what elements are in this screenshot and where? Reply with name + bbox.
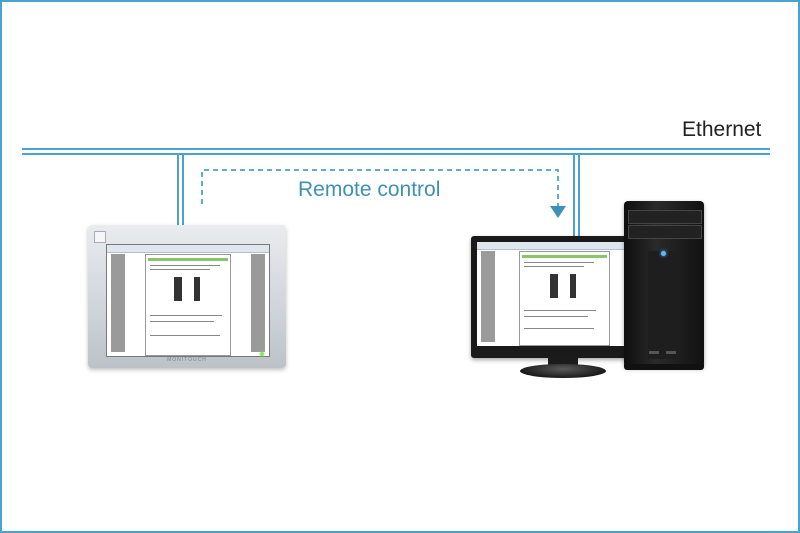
- hmi-logo-icon: [94, 231, 106, 243]
- monitor-document-line: [524, 262, 594, 263]
- pc-tower: [624, 201, 704, 367]
- remote-control-arrowhead: [550, 206, 566, 218]
- hmi-screen: [106, 244, 270, 357]
- monitor-screen-side-left: [481, 251, 495, 342]
- hmi-document-line: [150, 335, 220, 336]
- hmi-power-led: [260, 352, 264, 356]
- hmi-document-line: [150, 315, 222, 316]
- hmi-screen-side-left: [111, 254, 125, 352]
- hmi-document-line: [150, 265, 220, 266]
- monitor-stand: [520, 364, 606, 378]
- hmi-document-line: [150, 321, 214, 322]
- remote-control-path: [201, 169, 559, 206]
- drive-bay: [628, 210, 702, 224]
- ethernet-label: Ethernet: [682, 118, 762, 141]
- monitor-document-figure: [570, 274, 576, 298]
- hmi-brand-label: MONITOUCH: [167, 357, 207, 363]
- hmi-document-figure: [194, 277, 200, 301]
- remote-control-label: Remote control: [298, 178, 441, 201]
- hmi-document-page: [145, 254, 231, 356]
- usb-port-icon: [666, 351, 676, 354]
- monitor-document-header-bar: [522, 255, 607, 258]
- hmi-screen-toolbar: [107, 245, 269, 253]
- hmi-document-line: [150, 269, 210, 270]
- usb-port-icon: [649, 351, 659, 354]
- monitor-document-line: [524, 316, 588, 317]
- monitor-document-line: [524, 266, 584, 267]
- monitor-screen: [477, 242, 652, 346]
- hmi-panel: MONITOUCH: [88, 225, 286, 368]
- tower-power-led: [661, 251, 666, 256]
- monitor-document-page: [519, 251, 610, 346]
- hmi-document-header-bar: [148, 258, 228, 261]
- monitor-screen-toolbar: [477, 242, 652, 250]
- monitor-document-line: [524, 328, 594, 329]
- hmi-document-figure: [174, 277, 182, 301]
- monitor-document-line: [524, 310, 596, 311]
- tower-front-panel: [648, 251, 680, 359]
- tower-feet: [624, 364, 704, 370]
- hmi-screen-side-right: [251, 254, 265, 352]
- monitor-document-figure: [550, 274, 558, 298]
- monitor-neck: [548, 358, 578, 368]
- drive-bay: [628, 225, 702, 239]
